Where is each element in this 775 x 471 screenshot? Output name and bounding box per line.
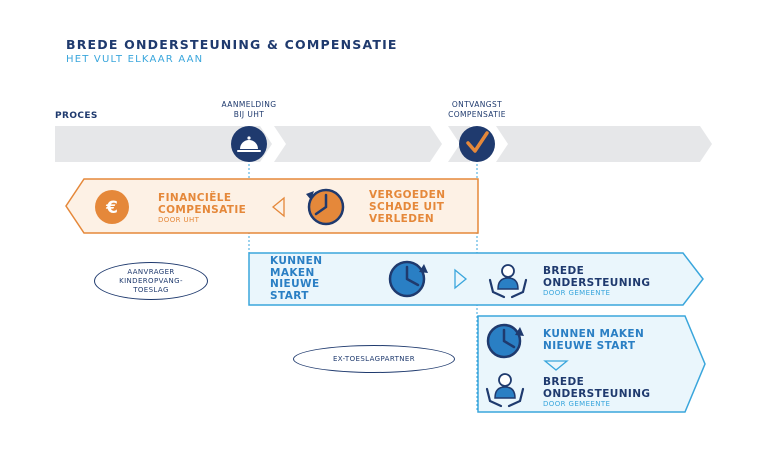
group-label-applicant-line1: Aanvrager: [127, 267, 175, 276]
broad-support-1-sub: door gemeente: [543, 289, 611, 297]
group-label-applicant: Aanvrager kinderopvang- toeslag: [94, 262, 208, 300]
group-label-applicant-line2: kinderopvang-: [119, 276, 183, 285]
past-damage-title-2: schade uit: [369, 201, 445, 213]
timeline-label: Proces: [55, 111, 98, 121]
checkmark-icon: [459, 126, 495, 162]
past-damage-title-1: Vergoeden: [369, 189, 446, 201]
support-band-1: [248, 252, 704, 306]
support-band-2: [477, 315, 706, 413]
new-start-1-line1: Kunnen: [270, 255, 323, 267]
group-label-ex-partner-text: Ex-toeslagpartner: [332, 354, 416, 363]
milestone-1-label-line2: bij UHT: [233, 110, 265, 119]
compensation-band: €: [65, 178, 479, 234]
arrow-left-icon: [271, 196, 285, 218]
clock-forward-icon: [388, 260, 428, 298]
new-start-2-line2: nieuwe start: [543, 339, 636, 352]
past-damage-title-3: verleden: [369, 213, 435, 225]
financial-compensation-sub: door UHT: [158, 216, 200, 224]
milestone-2-label-line1: Ontvangst: [451, 100, 503, 109]
timeline-bar: [55, 126, 712, 162]
clock-rewind-icon: [306, 188, 345, 226]
broad-support-2-sub: door gemeente: [543, 400, 611, 408]
timeline-segment-4: [496, 126, 712, 162]
milestone-2-label-line2: compensatie: [448, 110, 506, 119]
person-hands-icon: [488, 264, 528, 299]
clock-forward-icon: [486, 323, 524, 359]
milestone-1-label-line1: Aanmelding: [221, 100, 277, 109]
arrow-down-icon: [543, 360, 569, 371]
broad-support-2-line1: Brede: [543, 376, 585, 388]
timeline-segment-1: [55, 126, 272, 162]
person-hands-icon: [485, 373, 525, 408]
broad-support-block-2: Brede ondersteuning door gemeente: [543, 376, 651, 409]
new-start-1-line2: maken: [270, 266, 315, 279]
financial-compensation-title-2: compensatie: [158, 204, 247, 216]
page-title: Brede ondersteuning & compensatie: [66, 37, 398, 52]
broad-support-1-line2: ondersteuning: [543, 276, 651, 289]
milestone-1-label: Aanmelding bij UHT: [204, 100, 294, 120]
new-start-block-2: Kunnen maken nieuwe start: [543, 328, 645, 352]
financial-compensation-title-1: Financiële: [158, 192, 232, 204]
broad-support-block-1: Brede ondersteuning door gemeente: [543, 265, 651, 298]
financial-compensation-block: Financiële compensatie door UHT: [158, 192, 246, 225]
broad-support-2-line2: ondersteuning: [543, 387, 651, 400]
past-damage-block: Vergoeden schade uit verleden: [369, 189, 445, 225]
group-label-applicant-line3: toeslag: [133, 285, 169, 294]
service-bell-icon: [231, 126, 267, 162]
arrow-right-icon: [454, 268, 468, 290]
milestone-2-label: Ontvangst compensatie: [432, 100, 522, 120]
svg-text:€: €: [105, 198, 118, 218]
new-start-block-1: Kunnen maken nieuwe start: [270, 255, 323, 302]
new-start-1-line4: start: [270, 289, 309, 302]
new-start-1-line3: nieuwe: [270, 278, 320, 290]
page-subtitle: Het vult elkaar aan: [66, 54, 204, 65]
timeline-segment-2: [274, 126, 442, 162]
euro-coin-icon: €: [95, 190, 129, 224]
group-label-ex-partner: Ex-toeslagpartner: [293, 345, 455, 373]
broad-support-1-line1: Brede: [543, 265, 585, 277]
new-start-2-line1: Kunnen maken: [543, 328, 645, 340]
